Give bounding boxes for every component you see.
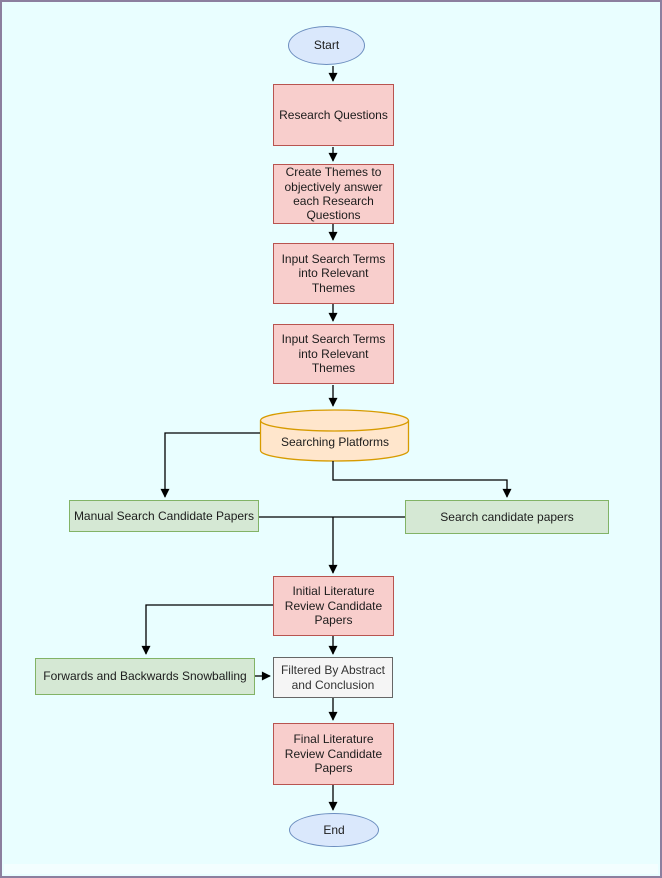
node-end-label: End (323, 822, 345, 837)
edge-platforms-searchcandidate (332, 461, 512, 498)
edge-platforms-manualsearch (160, 432, 260, 498)
node-snowballing: Forwards and Backwards Snowballing (35, 658, 255, 695)
node-searching-platforms: Searching Platforms (261, 427, 409, 457)
node-final-review-label: Final Literature Review Candidate Papers (284, 732, 383, 776)
node-manual-search: Manual Search Candidate Papers (69, 500, 259, 532)
node-initial-review: Initial Literature Review Candidate Pape… (273, 576, 394, 636)
node-snowballing-label: Forwards and Backwards Snowballing (43, 669, 247, 684)
node-research-questions: Research Questions (273, 84, 394, 146)
node-search-candidate-label: Search candidate papers (440, 509, 574, 524)
node-start-label: Start (313, 38, 340, 53)
node-create-themes-label: Create Themes to objectively answer each… (284, 165, 383, 223)
node-searching-platforms-label: Searching Platforms (280, 434, 390, 449)
node-input-search-terms-1: Input Search Terms into Relevant Themes (273, 243, 394, 304)
node-start: Start (288, 26, 365, 65)
node-initial-review-label: Initial Literature Review Candidate Pape… (284, 584, 383, 628)
node-create-themes: Create Themes to objectively answer each… (273, 164, 394, 224)
node-final-review: Final Literature Review Candidate Papers (273, 723, 394, 785)
database-cylinder-shape (259, 409, 410, 462)
node-filtered-abstract: Filtered By Abstract and Conclusion (273, 657, 393, 698)
node-search-candidate: Search candidate papers (405, 500, 609, 534)
node-manual-search-label: Manual Search Candidate Papers (73, 508, 255, 523)
node-input-search-terms-2: Input Search Terms into Relevant Themes (273, 324, 394, 384)
node-research-questions-label: Research Questions (279, 107, 388, 122)
node-input-search-terms-2-label: Input Search Terms into Relevant Themes (281, 332, 386, 376)
canvas-bottom-strip (4, 864, 658, 874)
node-end: End (289, 813, 379, 847)
node-input-search-terms-1-label: Input Search Terms into Relevant Themes (281, 251, 386, 295)
node-filtered-abstract-label: Filtered By Abstract and Conclusion (280, 663, 386, 692)
edge-initialreview-snowballing (141, 604, 273, 655)
